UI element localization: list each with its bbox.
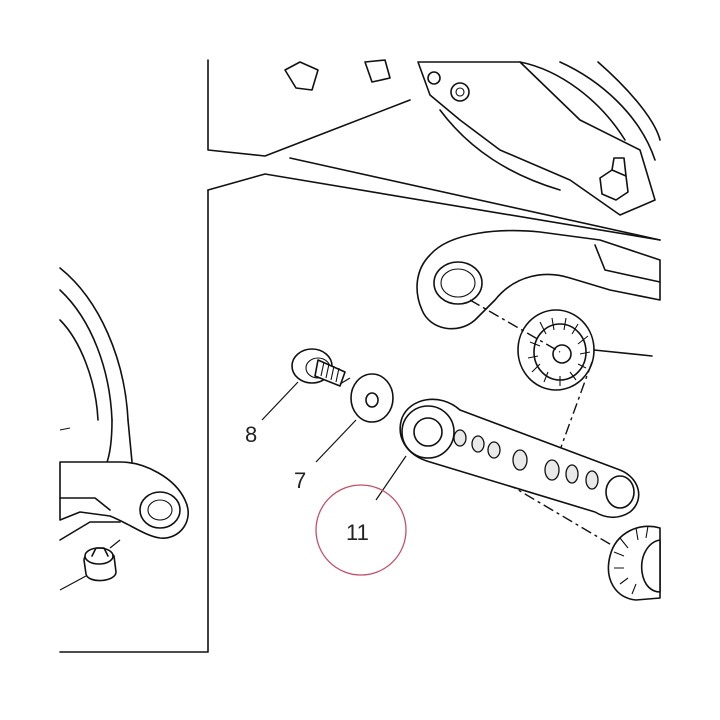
highlight-circle (315, 484, 407, 576)
callout-label-11: 11 (346, 520, 369, 545)
assembly-axes (429, 299, 621, 551)
flange-bolt-left (59, 539, 121, 591)
bolt-part-8 (291, 348, 346, 387)
upper-frame-assembly (284, 59, 661, 216)
detail-frame (59, 59, 661, 653)
callout-label-7: 7 (294, 468, 306, 493)
serrated-adjuster-nut-upper (517, 309, 653, 391)
adjuster-bar-part-11 (399, 398, 640, 519)
washer-part-7 (339, 373, 394, 423)
callout-label-8: 8 (245, 422, 257, 447)
callout-7: 7 (294, 419, 357, 493)
callout-8: 8 (245, 381, 299, 447)
callout-11: 11 (315, 455, 407, 576)
wheel-and-hub-left (59, 267, 189, 541)
serrated-adjuster-nut-lower (607, 525, 661, 601)
